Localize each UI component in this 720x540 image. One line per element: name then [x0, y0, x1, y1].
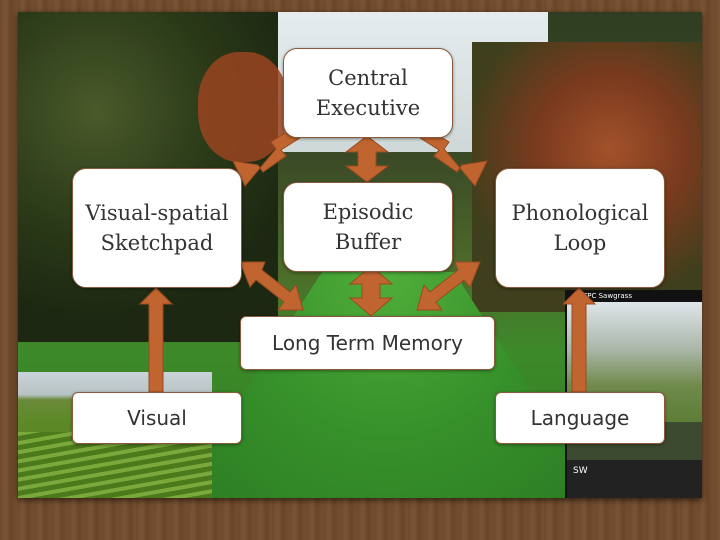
phonological-loop-label: Phonological Loop [512, 198, 649, 258]
box-language: Language [495, 392, 665, 444]
arrow-episodic-ltm [350, 266, 392, 316]
arrow-visual-up [140, 288, 172, 392]
box-visual: Visual [72, 392, 242, 444]
long-term-memory-label: Long Term Memory [272, 331, 463, 355]
arrow-ce-episodic [346, 136, 388, 182]
arrow-language-up [563, 288, 595, 392]
box-episodic-buffer: Episodic Buffer [283, 182, 453, 272]
episodic-buffer-label: Episodic Buffer [323, 197, 414, 257]
box-central-executive: Central Executive [283, 48, 453, 138]
box-visual-spatial-sketchpad: Visual-spatial Sketchpad [72, 168, 242, 288]
language-label: Language [531, 406, 630, 430]
visual-label: Visual [127, 406, 187, 430]
visual-spatial-label: Visual-spatial Sketchpad [85, 198, 228, 258]
box-phonological-loop: Phonological Loop [495, 168, 665, 288]
central-executive-label: Central Executive [316, 63, 420, 123]
box-long-term-memory: Long Term Memory [240, 316, 495, 370]
